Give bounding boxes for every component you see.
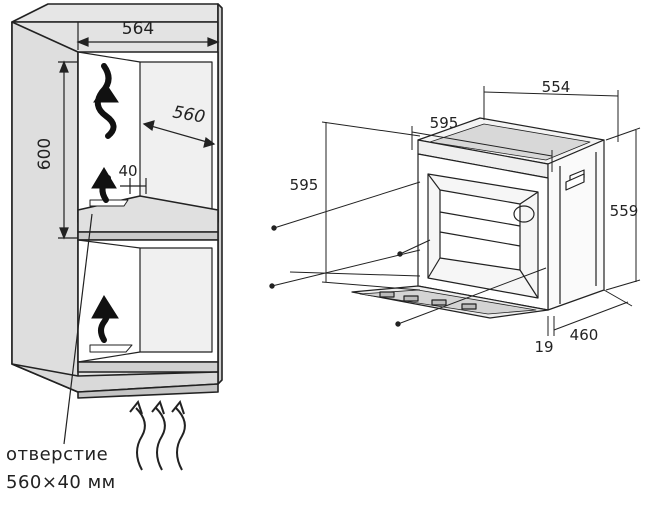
airflow-arrows-internal bbox=[91, 63, 119, 343]
oven-drawing bbox=[351, 117, 605, 319]
oven-height-label: 595 bbox=[290, 176, 319, 194]
oven-depth-label: 554 bbox=[542, 78, 571, 96]
airflow-arrows-external bbox=[129, 399, 186, 471]
oven-door-label: 19 bbox=[534, 338, 553, 356]
cabinet-width-label: 564 bbox=[122, 19, 154, 39]
cabinet-height-label: 600 bbox=[35, 138, 55, 170]
opening-note: отверстие 560×40 мм bbox=[6, 444, 116, 494]
opening-note-line2: 560×40 мм bbox=[6, 472, 116, 493]
cabinet-drawing bbox=[11, 3, 223, 399]
opening-note-line1: отверстие bbox=[6, 444, 109, 465]
oven-body-depth-label: 460 bbox=[570, 326, 599, 344]
cabinet-gap-label: 40 bbox=[118, 162, 137, 180]
cabinet-dimensions bbox=[58, 22, 220, 445]
oven-width-label: 595 bbox=[430, 114, 459, 132]
oven-side-height-label: 559 bbox=[610, 202, 639, 220]
oven-dimensions bbox=[269, 86, 641, 336]
